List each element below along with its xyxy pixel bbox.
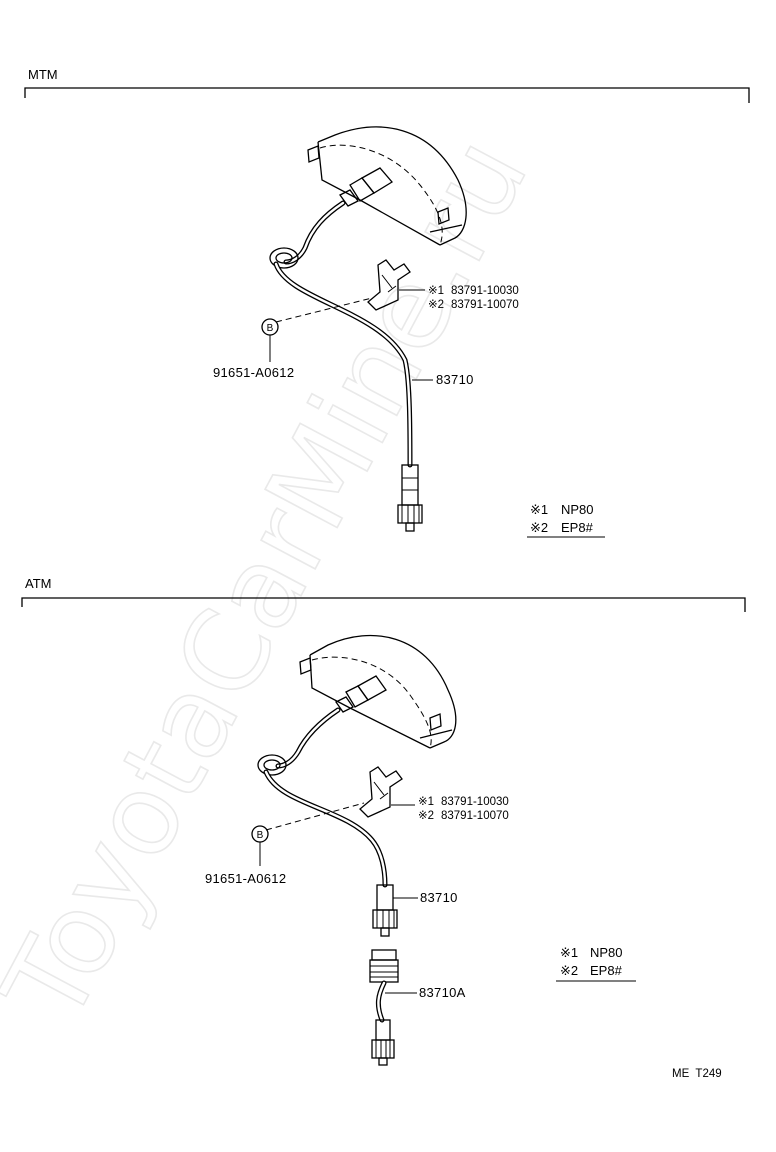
grommet-atm	[257, 754, 287, 776]
clamp-part-1-mtm: 83791-10030	[451, 285, 519, 297]
legend-mtm: ※1 NP80 ※2 EP8#	[527, 502, 605, 538]
clamp-mark-2-mtm: ※2	[428, 299, 444, 311]
section-title-mtm: MTM	[28, 67, 58, 82]
clamp-part-1-atm: 83791-10030	[441, 796, 509, 808]
bolt-marker-atm: B	[251, 825, 269, 866]
meter-end-fitting-mtm	[339, 167, 393, 207]
legend-atm: ※1 NP80 ※2 EP8#	[556, 945, 636, 982]
figure-code: ME T249	[672, 1068, 722, 1080]
clamp-mtm	[367, 259, 411, 311]
section-mtm: MTM	[24, 67, 750, 538]
grommet-mtm	[269, 247, 299, 269]
bolt-part-number-atm: 91651-A0612	[205, 871, 286, 886]
bolt-marker-mtm: B	[261, 318, 279, 362]
legend-code-2-mtm: EP8#	[561, 520, 594, 535]
leader-bolt-clamp-atm	[265, 802, 365, 831]
transmission-end-mtm	[397, 464, 423, 532]
section-title-atm: ATM	[25, 576, 51, 591]
cable-part-number-atm: 83710	[420, 890, 458, 905]
clamp-mark-2-atm: ※2	[418, 810, 434, 822]
legend-mark-1-atm: ※1	[560, 945, 578, 960]
legend-mark-2-atm: ※2	[560, 963, 578, 978]
bolt-symbol-mtm: B	[267, 323, 274, 334]
speedometer-housing-atm	[299, 634, 457, 749]
transmission-end-atm	[372, 884, 398, 937]
extension-cable-atm	[369, 949, 399, 1066]
speedometer-housing-mtm	[307, 126, 467, 246]
section-bracket-mtm	[24, 87, 750, 103]
legend-code-2-atm: EP8#	[590, 963, 623, 978]
bolt-part-number-mtm: 91651-A0612	[213, 365, 294, 380]
extension-part-number-atm: 83710A	[419, 985, 466, 1000]
leader-bolt-clamp-mtm	[275, 297, 373, 323]
section-atm: ATM	[21, 576, 746, 1066]
clamp-part-2-mtm: 83791-10070	[451, 299, 519, 311]
legend-code-1-atm: NP80	[590, 945, 623, 960]
clamp-mark-1-atm: ※1	[418, 796, 434, 808]
meter-end-fitting-atm	[335, 675, 387, 713]
legend-mark-1-mtm: ※1	[530, 502, 548, 517]
clamp-part-2-atm: 83791-10070	[441, 810, 509, 822]
clamp-mark-1-mtm: ※1	[428, 285, 444, 297]
clamp-atm	[359, 766, 403, 818]
speedometer-cable-atm	[263, 769, 388, 888]
legend-mark-2-mtm: ※2	[530, 520, 548, 535]
legend-code-1-mtm: NP80	[561, 502, 594, 517]
section-bracket-atm	[21, 597, 746, 612]
cable-part-number-mtm: 83710	[436, 372, 474, 387]
bolt-symbol-atm: B	[257, 830, 264, 841]
